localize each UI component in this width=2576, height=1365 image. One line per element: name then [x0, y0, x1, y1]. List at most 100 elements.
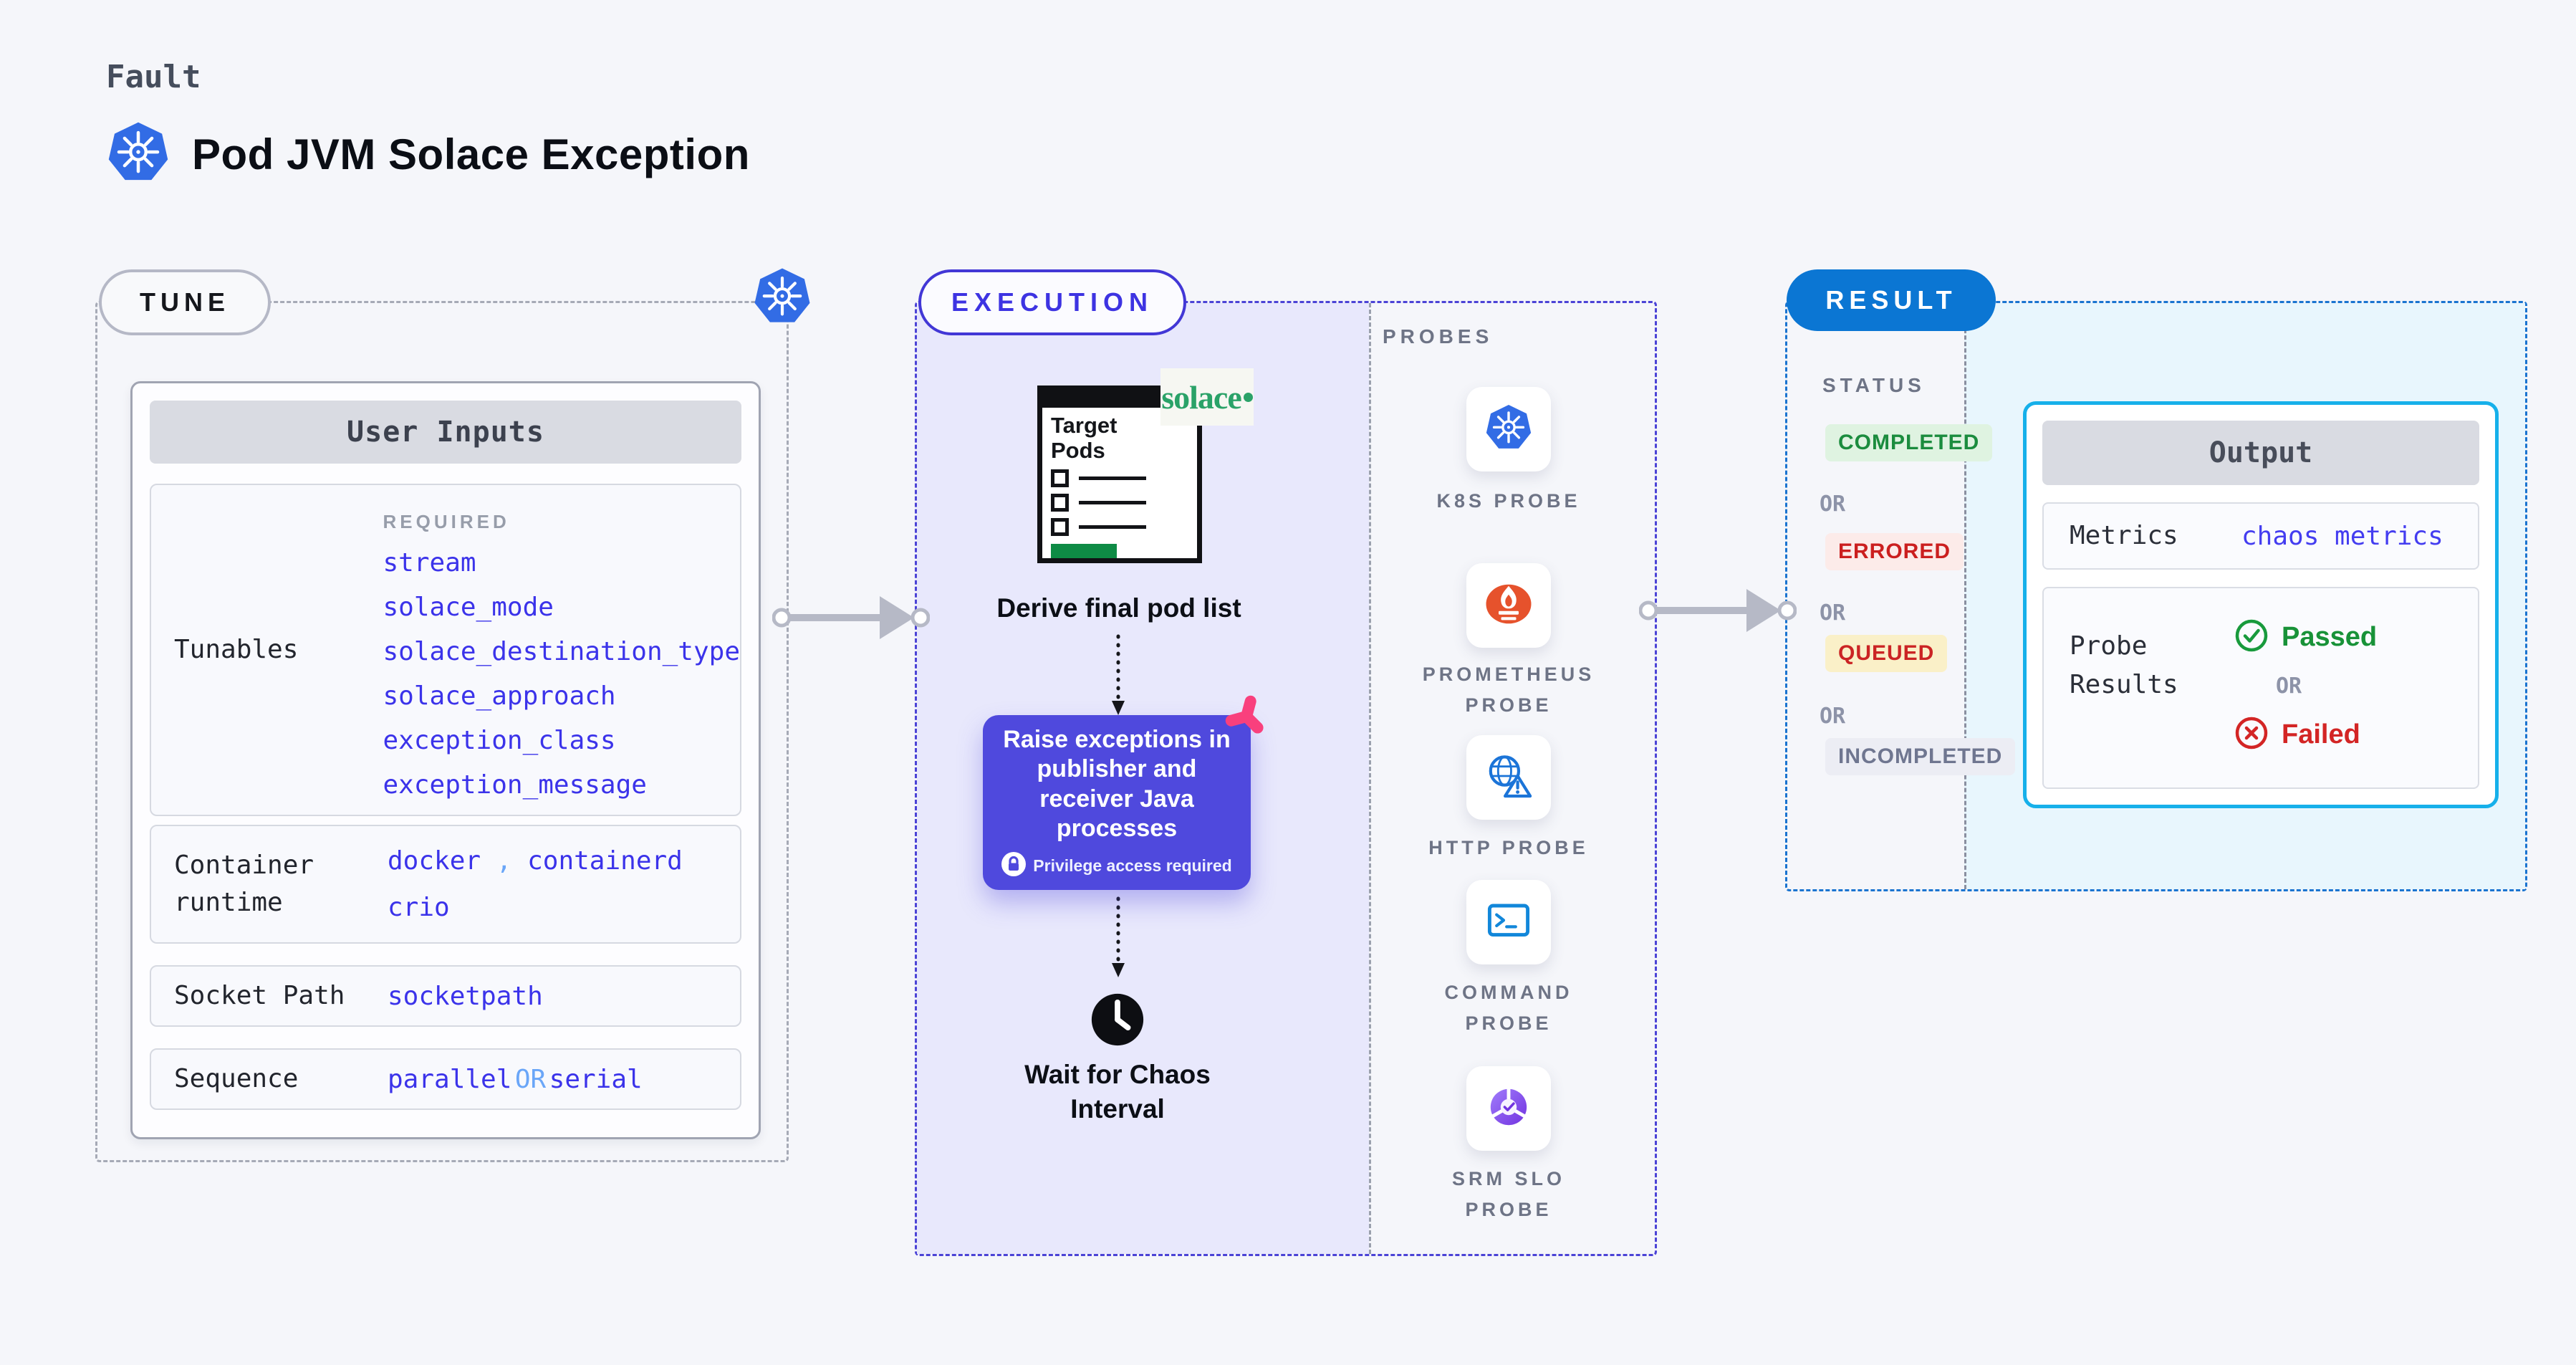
sequence-value: parallel [388, 1064, 512, 1094]
solace-logo-dot [1243, 392, 1253, 402]
runtime-value: crio [388, 893, 450, 922]
metrics-row: Metrics chaos metrics [2042, 502, 2479, 570]
container-runtime-values: docker , containerd crio [388, 826, 683, 942]
sequence-value: serial [549, 1064, 643, 1094]
srm-slo-probe-card [1466, 1066, 1551, 1151]
target-pods-title: Target Pods [1051, 413, 1118, 463]
probes-heading: PROBES [1383, 325, 1494, 348]
checkbox-icon [1051, 494, 1069, 512]
result-divider [1964, 303, 1966, 889]
socket-path-value: socketpath [388, 981, 543, 1011]
http-probe-card [1466, 735, 1551, 820]
kubernetes-icon [106, 120, 170, 188]
prometheus-probe-card [1466, 563, 1551, 648]
prometheus-icon [1484, 579, 1534, 633]
sequence-or: OR [514, 1064, 547, 1094]
probe-label: HTTP PROBE [1428, 837, 1589, 858]
probe-label: COMMAND PROBE [1444, 982, 1573, 1035]
solace-logo-text: solace [1161, 378, 1242, 416]
tunable-value: solace_destination_type [383, 637, 741, 666]
status-or: OR [1820, 600, 1846, 626]
slo-gauge-icon [1484, 1082, 1534, 1136]
status-badge-queued: QUEUED [1825, 635, 1948, 672]
flow-arrow-down [1112, 634, 1125, 715]
status-heading: STATUS [1822, 374, 1926, 396]
kubernetes-icon [752, 267, 812, 330]
passed-label: Passed [2282, 622, 2378, 652]
output-header: Output [2042, 421, 2479, 485]
tune-pill: TUNE [99, 269, 271, 335]
pod-list-item [1051, 494, 1188, 512]
tunable-value: solace_approach [383, 681, 616, 711]
pod-list-item [1051, 518, 1188, 537]
privilege-note: Privilege access required [1033, 856, 1232, 876]
probes-divider [1369, 303, 1371, 1254]
terminal-icon [1484, 896, 1534, 949]
pod-list-item [1051, 469, 1188, 488]
runtime-value: containerd [527, 846, 683, 876]
tunable-value: solace_mode [383, 593, 554, 622]
checkbox-icon [1051, 469, 1069, 488]
tunables-label: Tunables [174, 634, 299, 664]
probe-results-label: Probe Results [2070, 631, 2178, 699]
probe-label: SRM SLO PROBE [1451, 1168, 1565, 1221]
globe-warning-icon [1484, 751, 1534, 805]
check-circle-icon [2234, 618, 2269, 656]
solace-logo: solace [1160, 368, 1254, 426]
fault-eyebrow: Fault [106, 59, 201, 95]
status-badge-errored: ERRORED [1825, 533, 1964, 570]
container-runtime-row: Container runtime docker , containerd cr… [150, 825, 741, 944]
tunables-values: REQUIRED stream solace_mode solace_desti… [383, 485, 741, 815]
checkbox-icon [1051, 518, 1069, 537]
flow-arrow-down [1112, 896, 1125, 977]
status-or: OR [1820, 704, 1846, 729]
green-button [1051, 544, 1117, 558]
output-or: OR [2276, 674, 2302, 699]
socket-path-label: Socket Path [174, 980, 345, 1010]
tunable-value: stream [383, 548, 476, 578]
user-inputs-card: User Inputs Tunables REQUIRED stream sol… [130, 381, 761, 1139]
tunables-row: Tunables REQUIRED stream solace_mode sol… [150, 484, 741, 816]
runtime-value: docker [388, 846, 481, 876]
probe-label: K8S PROBE [1436, 490, 1581, 512]
x-circle-icon [2234, 716, 2269, 754]
tune-panel [95, 301, 789, 1162]
probe-results-row: Probe Results Passed OR [2042, 587, 2479, 789]
tunable-value: exception_class [383, 726, 616, 755]
kubernetes-icon [1484, 403, 1533, 456]
user-inputs-header: User Inputs [150, 401, 741, 464]
chaos-pinwheel-icon [1225, 695, 1268, 742]
metrics-value: chaos metrics [2241, 521, 2443, 551]
sequence-row: Sequence parallel OR serial [150, 1048, 741, 1110]
passed-row: Passed [2234, 618, 2377, 656]
status-badge-completed: COMPLETED [1825, 424, 1993, 461]
page-title-row: Pod JVM Solace Exception [106, 120, 750, 188]
list-line [1079, 501, 1146, 505]
sequence-label: Sequence [174, 1063, 299, 1093]
page-title: Pod JVM Solace Exception [192, 130, 750, 178]
tunable-value: exception_message [383, 770, 647, 800]
command-probe-card [1466, 880, 1551, 964]
status-badge-incompleted: INCOMPLETED [1825, 738, 2016, 775]
wait-chaos-interval-caption: Wait for Chaos Interval [1024, 1060, 1211, 1124]
k8s-probe-card [1466, 387, 1551, 471]
raise-exceptions-step: Raise exceptions in publisher and receiv… [983, 715, 1251, 890]
result-pill: RESULT [1787, 269, 1996, 331]
probe-results-values: Passed OR Failed [2234, 618, 2377, 754]
clock-icon [1087, 989, 1148, 1054]
socket-path-row: Socket Path socketpath [150, 965, 741, 1027]
required-label: REQUIRED [383, 511, 510, 532]
derive-pod-list-caption: Derive final pod list [996, 593, 1241, 623]
raise-exceptions-text: Raise exceptions in publisher and receiv… [1003, 725, 1231, 842]
tune-to-execution-arrow [772, 596, 930, 639]
lock-icon [1001, 852, 1027, 880]
metrics-label: Metrics [2070, 521, 2178, 550]
probe-label: PROMETHEUS PROBE [1422, 664, 1595, 717]
privilege-row: Privilege access required [1001, 852, 1232, 880]
failed-row: Failed [2234, 716, 2377, 754]
runtime-separator: , [496, 846, 512, 876]
list-line [1079, 525, 1146, 530]
execution-to-result-arrow [1639, 589, 1797, 632]
status-or: OR [1820, 492, 1846, 517]
